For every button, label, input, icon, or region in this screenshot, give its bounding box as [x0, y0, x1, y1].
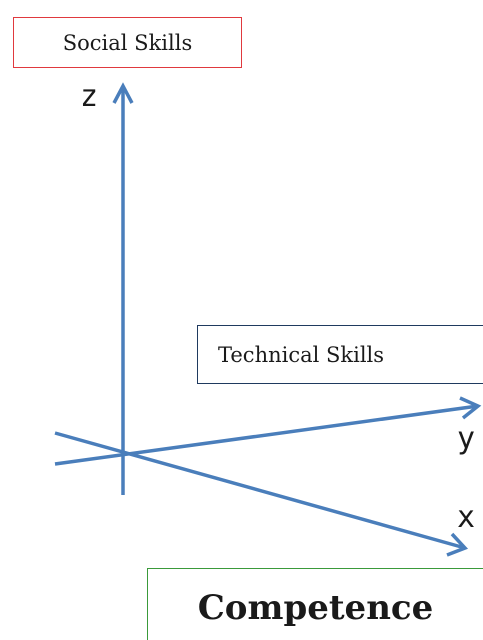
y-axis-arrowhead: [459, 396, 482, 420]
z-axis-arrowhead: [112, 82, 134, 104]
z-axis-label: z: [80, 79, 99, 114]
x-axis-label: x: [457, 500, 476, 535]
y-axis-line: [54, 404, 479, 466]
x-axis-arrowhead: [446, 532, 469, 557]
social-skills-box: Social Skills: [13, 17, 242, 68]
social-skills-label: Social Skills: [62, 30, 193, 55]
technical-skills-box: Technical Skills: [197, 325, 483, 384]
competence-box: Competence: [147, 568, 483, 640]
technical-skills-label: Technical Skills: [218, 342, 385, 367]
y-axis-label: y: [457, 421, 476, 456]
x-axis-line: [54, 431, 466, 550]
competence-label: Competence: [197, 588, 434, 628]
